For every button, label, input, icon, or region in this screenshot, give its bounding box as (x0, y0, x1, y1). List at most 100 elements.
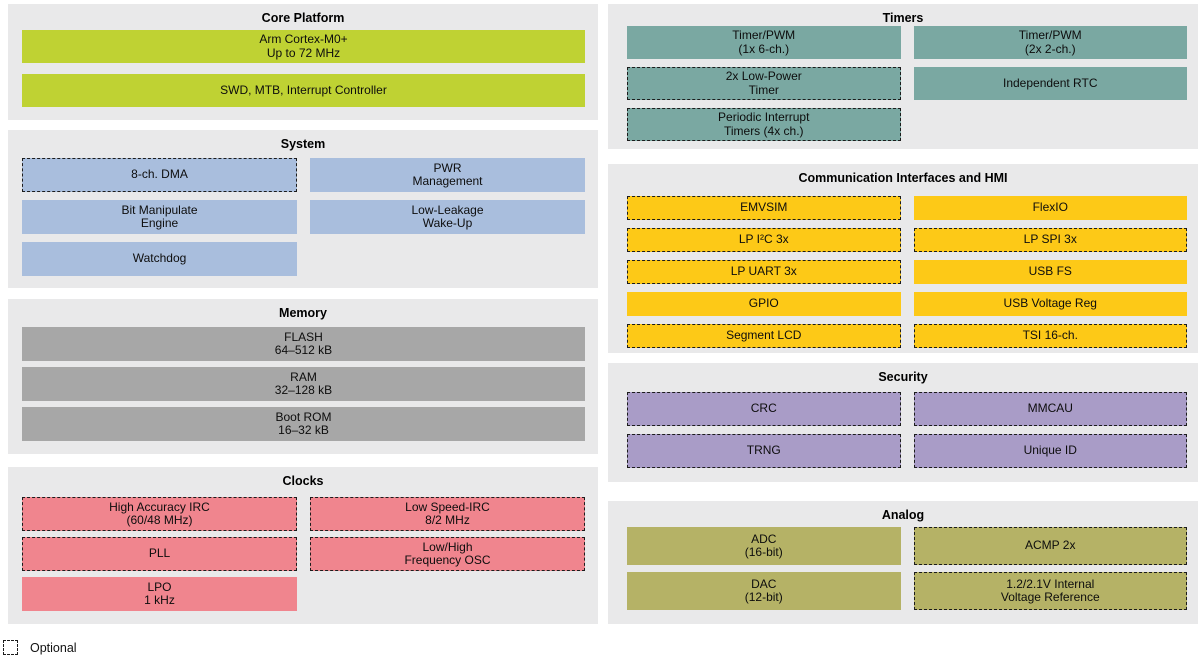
clocks-grid: High Accuracy IRC (60/48 MHz) Low Speed-… (8, 497, 598, 611)
block-gpio: GPIO (627, 292, 901, 316)
block-label-line: Low Speed-IRC (405, 499, 490, 514)
block-label-line: USB Voltage Reg (1003, 296, 1097, 311)
block-label-line: Boot ROM (275, 409, 332, 424)
block-high-accuracy-irc: High Accuracy IRC (60/48 MHz) (22, 497, 297, 531)
panel-core-platform: Core Platform Arm Cortex-M0+ Up to 72 MH… (8, 4, 598, 120)
block-dac: DAC (12-bit) (627, 572, 901, 610)
system-grid: 8-ch. DMA PWR Management Bit Manipulate … (8, 158, 598, 276)
block-flash: FLASH 64–512 kB (22, 327, 585, 361)
block-label-line: SWD, MTB, Interrupt Controller (220, 82, 387, 97)
block-timer-pwm-2ch: Timer/PWM (2x 2-ch.) (913, 26, 1187, 59)
block-8ch-dma: 8-ch. DMA (22, 158, 297, 192)
block-segment-lcd: Segment LCD (627, 324, 901, 348)
block-label-line: Engine (140, 216, 179, 230)
timers-grid: Timer/PWM (1x 6-ch.) Timer/PWM (2x 2-ch.… (608, 26, 1198, 141)
block-label-line: LP UART 3x (730, 264, 797, 279)
block-label-line: Timers (4x ch.) (723, 123, 804, 138)
block-crc: CRC (627, 392, 901, 426)
block-label-line: USB FS (1028, 264, 1072, 279)
block-label-line: Bit Manipulate (121, 202, 198, 217)
block-label-line: 2x Low-Power (725, 69, 802, 83)
legend-label: Optional (30, 640, 77, 655)
block-label-line: Up to 72 MHz (266, 45, 341, 60)
block-label-line: FlexIO (1032, 200, 1068, 215)
block-label-line: Frequency OSC (404, 553, 491, 567)
block-usb-fs: USB FS (913, 260, 1187, 284)
block-label-line: RAM (290, 369, 317, 384)
block-internal-voltage-reference: 1.2/2.1V Internal Voltage Reference (913, 572, 1187, 610)
block-label-line: MMCAU (1027, 401, 1073, 416)
block-label-line: FLASH (284, 329, 323, 344)
block-label-line: 64–512 kB (274, 343, 333, 357)
block-label-line: Unique ID (1023, 443, 1077, 458)
block-adc: ADC (16-bit) (627, 527, 901, 565)
block-label-line: Low/High (422, 539, 473, 554)
panel-clocks: Clocks High Accuracy IRC (60/48 MHz) Low… (8, 467, 598, 624)
block-label-line: Voltage Reference (1000, 590, 1100, 604)
block-tsi: TSI 16-ch. (913, 324, 1187, 348)
block-usb-voltage-reg: USB Voltage Reg (913, 292, 1187, 316)
block-trng: TRNG (627, 434, 901, 468)
security-grid: CRC MMCAU TRNG Unique ID (608, 392, 1198, 468)
block-boot-rom: Boot ROM 16–32 kB (22, 407, 585, 441)
optional-dashed-box-icon (3, 640, 18, 655)
block-periodic-interrupt-timers: Periodic Interrupt Timers (4x ch.) (627, 108, 901, 141)
block-label-line: ACMP 2x (1025, 538, 1076, 553)
block-label-line: (16-bit) (744, 545, 783, 559)
block-label-line: Timer/PWM (1018, 28, 1082, 42)
memory-grid: FLASH 64–512 kB RAM 32–128 kB Boot ROM 1… (8, 327, 598, 441)
block-label-line: Periodic Interrupt (718, 110, 810, 124)
block-label-line: TRNG (746, 443, 781, 458)
communication-grid: EMVSIM FlexIO LP I²C 3x LP SPI 3x LP UAR… (608, 196, 1198, 348)
block-watchdog: Watchdog (22, 242, 297, 276)
block-pll: PLL (22, 537, 297, 571)
section-title-memory: Memory (279, 306, 327, 320)
block-label-line: CRC (750, 401, 777, 416)
panel-memory: Memory FLASH 64–512 kB RAM 32–128 kB Boo… (8, 299, 598, 454)
block-label-line: 1.2/2.1V Internal (1006, 576, 1095, 591)
block-label-line: 32–128 kB (274, 383, 333, 397)
block-label-line: LPO (147, 579, 172, 594)
block-independent-rtc: Independent RTC (913, 67, 1187, 100)
block-lpo: LPO 1 kHz (22, 577, 297, 611)
block-label-line: Timer/PWM (732, 28, 796, 42)
core-platform-grid: Arm Cortex-M0+ Up to 72 MHz SWD, MTB, In… (8, 30, 598, 107)
block-mmcau: MMCAU (913, 392, 1187, 426)
block-label-line: ADC (751, 531, 777, 546)
panel-timers: Timers Timer/PWM (1x 6-ch.) Timer/PWM (2… (608, 4, 1198, 149)
section-title-timers: Timers (882, 11, 924, 25)
block-label-line: Timer (748, 82, 779, 97)
block-label-line: Wake-Up (422, 216, 473, 230)
panel-communication-interfaces-hmi: Communication Interfaces and HMI EMVSIM … (608, 164, 1198, 353)
block-label-line: High Accuracy IRC (109, 499, 210, 514)
block-low-speed-irc: Low Speed-IRC 8/2 MHz (310, 497, 585, 531)
block-label-line: EMVSIM (740, 200, 788, 215)
block-label-line: (12-bit) (744, 590, 783, 604)
block-label-line: DAC (751, 576, 777, 591)
panel-system: System 8-ch. DMA PWR Management Bit Mani… (8, 130, 598, 288)
block-acmp: ACMP 2x (913, 527, 1187, 565)
panel-analog: Analog ADC (16-bit) ACMP 2x DAC (12-bit)… (608, 501, 1198, 624)
block-label-line: 1 kHz (144, 593, 175, 607)
block-pwr-management: PWR Management (310, 158, 585, 192)
block-label-line: LP SPI 3x (1023, 232, 1077, 247)
block-label-line: (1x 6-ch.) (738, 41, 790, 56)
block-label-line: Management (412, 174, 483, 188)
block-label-line: PLL (148, 546, 171, 561)
section-title-communication-interfaces-hmi: Communication Interfaces and HMI (798, 171, 1008, 185)
block-flexio: FlexIO (913, 196, 1187, 220)
block-lp-i2c: LP I²C 3x (627, 228, 901, 252)
block-label-line: (60/48 MHz) (126, 513, 193, 527)
block-label-line: Watchdog (132, 251, 187, 266)
block-label-line: Segment LCD (726, 328, 802, 343)
block-timer-pwm-6ch: Timer/PWM (1x 6-ch.) (627, 26, 901, 59)
block-bit-manipulate-engine: Bit Manipulate Engine (22, 200, 297, 234)
block-unique-id: Unique ID (913, 434, 1187, 468)
section-title-analog: Analog (881, 508, 925, 522)
block-label-line: (2x 2-ch.) (1024, 41, 1076, 56)
block-label-line: GPIO (748, 296, 779, 311)
block-lp-uart: LP UART 3x (627, 260, 901, 284)
block-label-line: LP I²C 3x (738, 232, 789, 247)
block-low-high-frequency-osc: Low/High Frequency OSC (310, 537, 585, 571)
